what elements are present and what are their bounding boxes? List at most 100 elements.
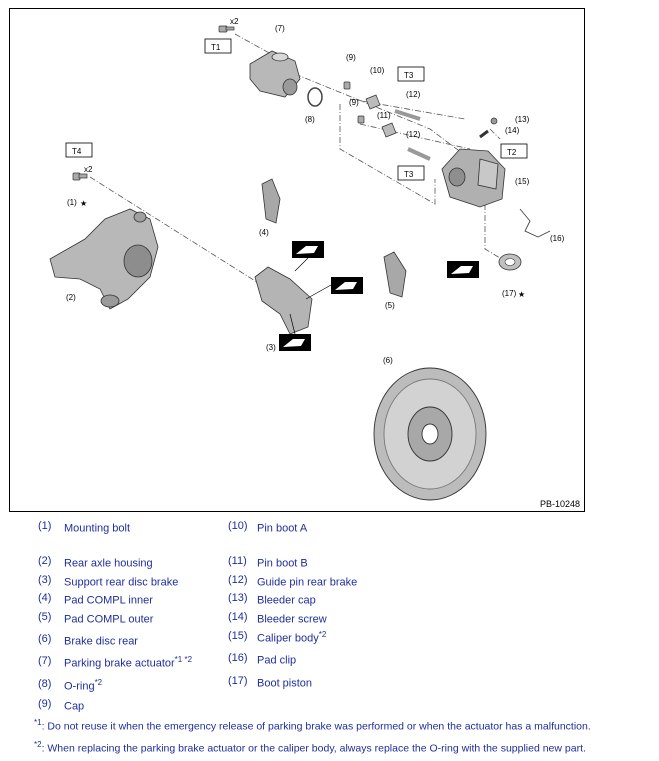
- leader-t1: [234, 33, 281, 60]
- legend-name-text: Rear axle housing: [64, 557, 153, 570]
- footnote-text: : When replacing the parking brake actua…: [41, 742, 586, 755]
- leader-pins: [339, 104, 436, 205]
- callout-16: (16): [550, 234, 565, 243]
- leader-boot: [484, 204, 511, 265]
- legend-name: Support rear disc brake: [64, 574, 178, 589]
- callout-1: (1): [67, 198, 77, 207]
- legend-name: Bleeder cap: [257, 592, 316, 607]
- parking-brake-actuator-part: [249, 50, 301, 98]
- legend-name-text: Bleeder cap: [257, 594, 316, 607]
- pad-clip-part: [519, 208, 551, 238]
- legend-num: (2): [38, 555, 52, 567]
- legend-name: Brake disc rear: [64, 633, 138, 648]
- bleeder-parts: [479, 117, 498, 139]
- legend-name: Pad clip: [257, 652, 296, 667]
- grease-icon-4: [447, 261, 479, 278]
- legend-num: (9): [38, 698, 52, 710]
- grease-icon-2: [331, 277, 363, 294]
- callout-1-star: ★: [80, 199, 87, 208]
- legend-num: (7): [38, 655, 52, 667]
- callout-8: (8): [305, 115, 315, 124]
- footnote-mark: *1: [34, 718, 42, 727]
- legend-name: Cap: [64, 698, 84, 713]
- legend-name: Parking brake actuator*1 *2: [64, 655, 192, 670]
- support-bracket-part: [254, 266, 313, 335]
- torque-label-t4: T4: [72, 147, 82, 156]
- callout-6: (6): [383, 356, 393, 365]
- grease-icon-3: [279, 334, 311, 351]
- qty-label-mounting-bolt: x2: [84, 165, 93, 174]
- legend-name-text: Support rear disc brake: [64, 576, 179, 589]
- leader-actuator: [294, 73, 471, 160]
- legend-name-text: O-ring: [64, 680, 95, 693]
- legend-name-text: Pin boot A: [257, 522, 308, 535]
- callout-4: (4): [259, 228, 269, 237]
- callout-15: (15): [515, 177, 530, 186]
- legend-num: (13): [228, 592, 248, 604]
- callout-10: (10): [370, 66, 385, 75]
- callout-14: (14): [505, 126, 520, 135]
- footnote-text: : Do not reuse it when the emergency rel…: [41, 720, 591, 733]
- boot-piston-hole: [504, 258, 516, 266]
- legend-name: Bleeder screw: [257, 611, 327, 626]
- legend-sup: *1 *2: [174, 655, 193, 664]
- mounting-bolt-part: [72, 172, 88, 181]
- callout-12-upper: (12): [406, 90, 421, 99]
- callout-2: (2): [66, 293, 76, 302]
- legend-name-text: Parking brake actuator: [64, 657, 175, 670]
- callout-12-lower: (12): [406, 130, 421, 139]
- legend-name-text: Pin boot B: [257, 557, 308, 570]
- legend-num: (1): [38, 520, 52, 532]
- brake-disc-part: [373, 367, 487, 501]
- legend-name: Guide pin rear brake: [257, 574, 357, 589]
- callout-11: (11): [377, 111, 391, 120]
- callout-5: (5): [385, 301, 395, 310]
- torque-label-t2: T2: [507, 148, 517, 157]
- leader-bolt: [89, 176, 261, 285]
- legend-num: (15): [228, 630, 248, 642]
- grease-pointers: [289, 257, 332, 335]
- legend-name: Pad COMPL outer: [64, 611, 153, 626]
- legend-name: Rear axle housing: [64, 555, 153, 570]
- legend-num: (8): [38, 678, 52, 690]
- outer-pad-part: [383, 251, 407, 298]
- legend-name: Boot piston: [257, 675, 312, 690]
- callout-7: (7): [275, 24, 285, 33]
- torque-label-boxes: [65, 38, 528, 181]
- legend-name-text: Pad COMPL outer: [64, 613, 154, 626]
- legend-name: Caliper body*2: [257, 630, 326, 645]
- legend-num: (4): [38, 592, 52, 604]
- torque-label-t3-lower: T3: [404, 170, 414, 179]
- callout-3: (3): [266, 343, 276, 352]
- legend-name-text: Pad COMPL inner: [64, 594, 153, 607]
- legend-sup: *2: [318, 630, 327, 639]
- callout-labels: (1) ★ (2) (3) (4) (5) (6) (7) (8) (9) (9…: [66, 24, 565, 365]
- inner-pad-part: [261, 178, 281, 224]
- caliper-body-part: [441, 148, 506, 208]
- legend-num: (17): [228, 675, 248, 687]
- legend-sup: *2: [94, 678, 103, 687]
- footnote-mark: *2: [34, 740, 42, 749]
- legend-name-text: Boot piston: [257, 677, 313, 690]
- o-ring-part: [307, 87, 323, 107]
- leader-bleeder: [489, 128, 501, 140]
- legend-name-text: Mounting bolt: [64, 522, 131, 535]
- legend-name: Pad COMPL inner: [64, 592, 153, 607]
- callout-17-star: ★: [518, 290, 525, 299]
- qty-label-actuator-bolt: x2: [230, 17, 239, 26]
- diagram-canvas: T1 T2 T3 T3 T4 x2 x2 (1) ★ (2) (3) (4) (…: [49, 17, 565, 501]
- grease-icons: [279, 241, 479, 351]
- legend-name-text: Cap: [64, 700, 85, 713]
- callout-13: (13): [515, 115, 530, 124]
- legend-num: (11): [228, 555, 247, 567]
- legend-name: Pin boot B: [257, 555, 308, 570]
- legend-num: (5): [38, 611, 52, 623]
- callout-9-lower: (9): [349, 98, 359, 107]
- legend-name: Mounting bolt: [64, 520, 130, 535]
- legend-name-text: Caliper body: [257, 632, 319, 645]
- legend-name-text: Bleeder screw: [257, 613, 327, 626]
- figure-id: PB-10248: [539, 499, 580, 509]
- rear-axle-housing-part: [49, 208, 159, 310]
- footnote-1: *1: Do not reuse it when the emergency r…: [34, 718, 591, 733]
- legend-num: (10): [228, 520, 248, 532]
